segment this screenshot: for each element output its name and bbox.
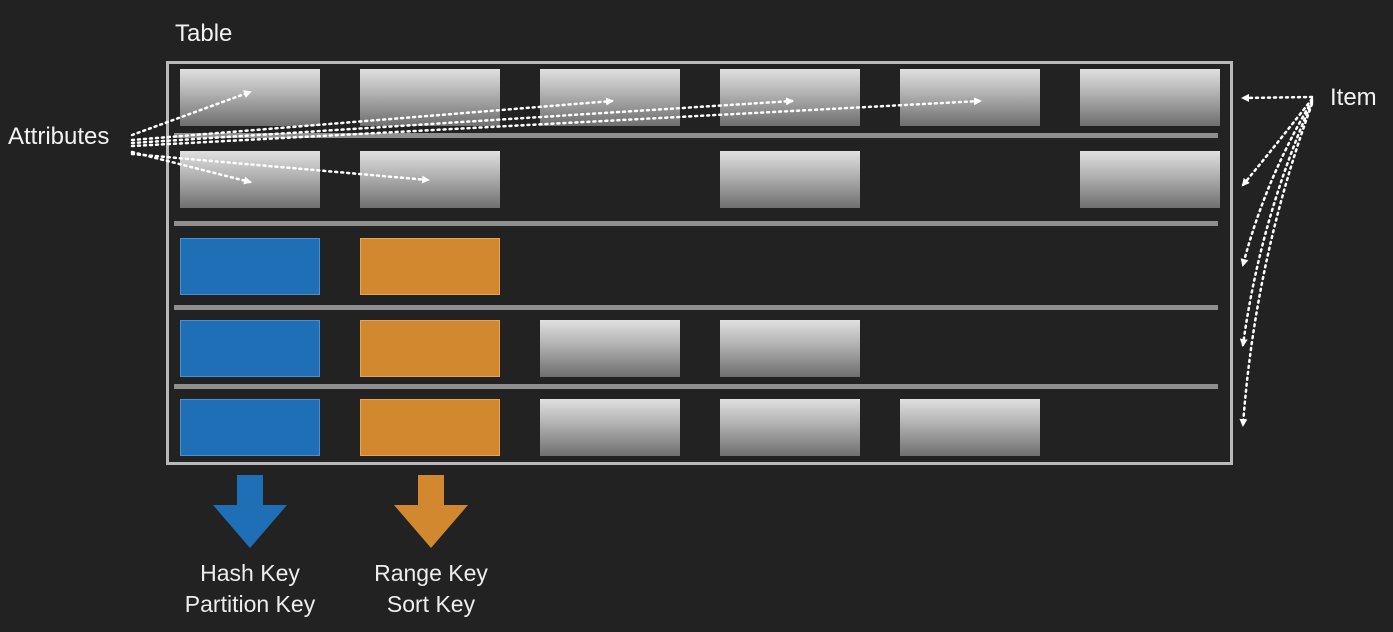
attribute: [900, 399, 1040, 456]
item-arrow: [1240, 99, 1314, 267]
attribute: [1080, 69, 1220, 126]
sort-key-label: Sort Key: [386, 591, 476, 617]
key-down-arrows: [213, 475, 468, 548]
item-arrow: [1239, 102, 1314, 427]
range-key-arrow: [394, 475, 468, 548]
attribute: [720, 399, 860, 456]
item-arrow: [1241, 97, 1314, 187]
item-separator: [174, 221, 1218, 226]
item-separator: [174, 133, 1218, 138]
attribute: [540, 320, 680, 377]
range-key-attribute: [360, 399, 500, 456]
range-key-attribute: [360, 320, 500, 377]
hash-key-label: Hash Key: [200, 560, 300, 586]
range-key-attribute: [360, 238, 500, 295]
attribute: [720, 69, 860, 126]
table-frame: [166, 61, 1233, 465]
attribute: [180, 69, 320, 126]
attribute: [900, 69, 1040, 126]
item-arrow: [1241, 93, 1314, 102]
item-separator: [174, 384, 1218, 389]
attribute: [720, 320, 860, 377]
attributes-label: Attributes: [8, 123, 110, 150]
hash-key-caption: Hash Key Partition Key: [150, 558, 350, 620]
attribute: [720, 151, 860, 208]
hash-key-attribute: [180, 238, 320, 295]
attribute: [540, 69, 680, 126]
range-key-caption: Range Key Sort Key: [331, 558, 531, 620]
hash-key-arrow: [213, 475, 287, 548]
item-pointer-arrows: [1239, 93, 1314, 427]
attribute: [360, 69, 500, 126]
table-label: Table: [175, 20, 233, 47]
attribute: [360, 151, 500, 208]
item-arrow: [1239, 100, 1314, 347]
partition-key-label: Partition Key: [184, 591, 316, 617]
hash-key-attribute: [180, 320, 320, 377]
attribute: [1080, 151, 1220, 208]
item-separator: [174, 305, 1218, 310]
hash-key-attribute: [180, 399, 320, 456]
range-key-label: Range Key: [374, 560, 488, 586]
attribute: [180, 151, 320, 208]
item-label: Item: [1330, 84, 1377, 111]
attribute: [540, 399, 680, 456]
